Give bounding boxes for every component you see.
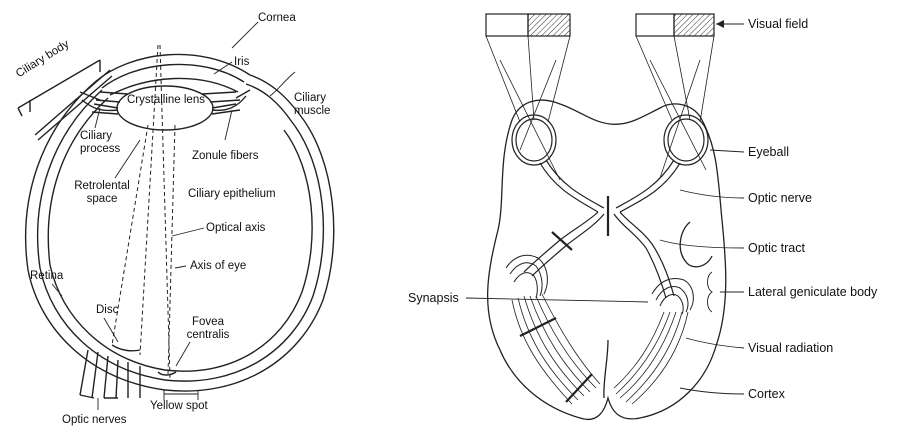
label-visual-field: Visual field [748, 17, 808, 31]
label-optic-nerve: Optic nerve [748, 191, 812, 205]
label-visual-radiation: Visual radiation [748, 341, 833, 355]
label-cortex: Cortex [748, 387, 785, 401]
label-lateral-geniculate-body: Lateral geniculate body [748, 285, 877, 299]
label-eyeball: Eyeball [748, 145, 789, 159]
label-synapsis: Synapsis [408, 291, 459, 305]
label-optic-tract: Optic tract [748, 241, 805, 255]
